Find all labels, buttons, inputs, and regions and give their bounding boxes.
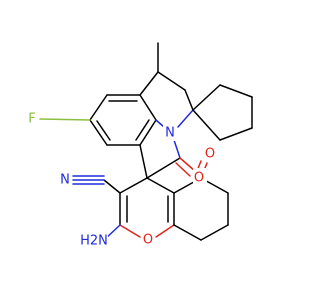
bond-c7-c8	[200, 224, 229, 241]
bond-ar6-n	[155, 119, 165, 128]
bond-group-pyran	[119, 177, 175, 238]
bond-group-upper-ring	[89, 42, 194, 146]
bond-ar-fluorine	[39, 118, 91, 121]
bond-lactam-carbonyl	[179, 157, 196, 172]
bond-group-cyclopentane	[192, 84, 253, 141]
bond-spiro-cp-n	[177, 109, 194, 128]
atom-labels: F N O O N H2N O	[25, 111, 217, 249]
bond-ch-ar1	[139, 71, 159, 96]
bond-lactam-c-spiro	[146, 157, 181, 179]
bond-ar2-ar3	[89, 94, 108, 121]
bond-cp4	[219, 127, 253, 141]
molecule-structure-diagram: F N O O N H2N O	[25, 42, 253, 249]
bond-cp5	[192, 109, 221, 141]
bond-n-lactam-c	[173, 139, 181, 159]
bond-ar5-ar6	[139, 119, 157, 146]
bond-c3-cn-carbon	[103, 179, 121, 194]
bond-ar5-ar6-double	[135, 119, 150, 141]
bond-c8-c8a	[173, 224, 202, 241]
ring-nitrogen-label: N	[165, 126, 175, 141]
bond-group-oxindole	[139, 139, 196, 179]
bond-ar6-ar1	[139, 94, 157, 121]
bond-spiro-c3	[119, 177, 148, 194]
nitrile-nitrogen-label: N	[60, 173, 70, 188]
pyran-oxygen-label: O	[143, 233, 153, 248]
amino-group-label: H2N	[80, 234, 108, 249]
bond-ch-ch2	[157, 71, 186, 91]
bond-cp2	[219, 84, 253, 98]
bond-ch2-spiro-cp	[184, 89, 194, 111]
bond-spiro-ar5	[139, 144, 148, 179]
fluorine-label: F	[28, 112, 35, 127]
lactam-oxygen-label: O	[194, 171, 204, 186]
bond-ar3-ar4-double	[96, 120, 111, 141]
bond-pyran-o-c8a	[155, 224, 175, 238]
bond-c4a-spiro	[146, 177, 175, 194]
bond-ar3-ar4	[89, 119, 108, 146]
ketone-oxygen-label: O	[205, 147, 215, 162]
bond-group-nitrile	[72, 175, 121, 194]
bond-cp1	[192, 84, 221, 111]
bond-c2-pyran-o	[119, 224, 141, 238]
bond-lactam-carbonyl-double	[175, 162, 191, 177]
